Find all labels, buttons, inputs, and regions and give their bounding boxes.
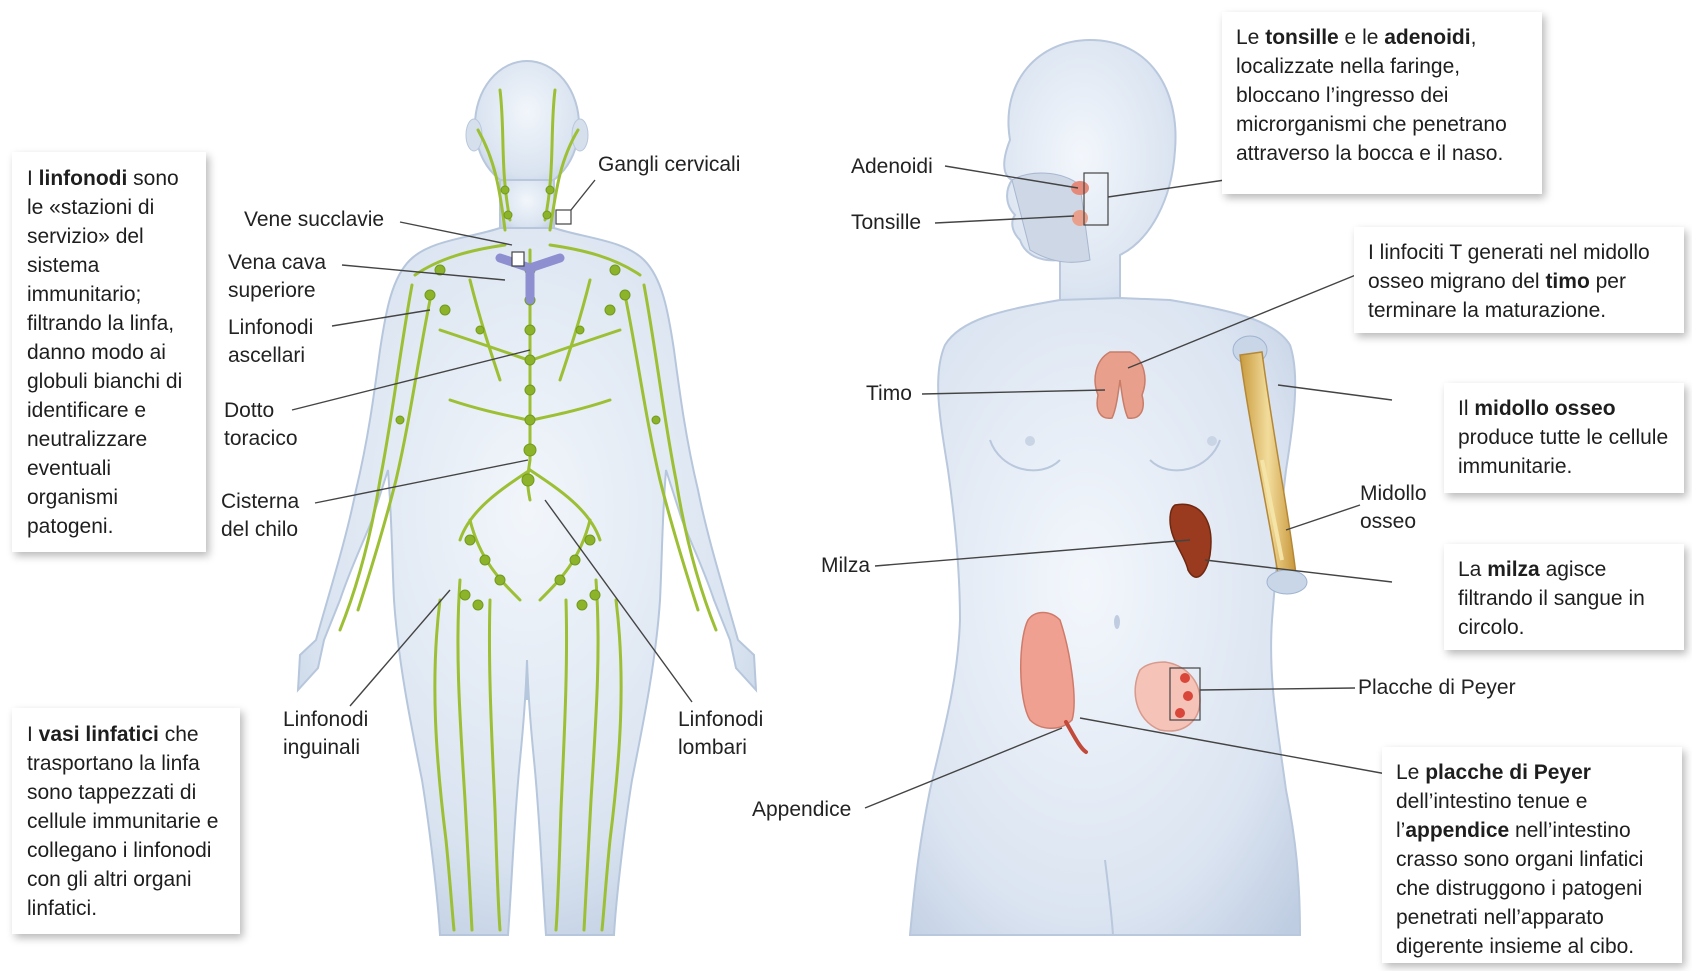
- term-vasi-linfatici: vasi linfatici: [39, 723, 159, 746]
- label-timo: Timo: [866, 380, 912, 407]
- term-timo: timo: [1545, 270, 1589, 293]
- label-appendice: Appendice: [752, 796, 851, 823]
- callout-timo: I linfociti T generati nel midollo osseo…: [1354, 227, 1684, 333]
- label-linfonodi-lombari-line2: lombari: [678, 734, 747, 761]
- label-gangli-cervicali: Gangli cervicali: [598, 151, 740, 178]
- label-linfonodi-lombari-line1: Linfonodi: [678, 706, 763, 733]
- label-linfonodi-inguinali-line1: Linfonodi: [283, 706, 368, 733]
- label-dotto-toracico-line1: Dotto: [224, 397, 274, 424]
- term-tonsille: tonsille: [1265, 26, 1339, 49]
- label-adenoidi: Adenoidi: [851, 153, 933, 180]
- label-vena-cava-line2: superiore: [228, 277, 316, 304]
- term-midollo-osseo: midollo osseo: [1474, 397, 1615, 420]
- callout-tonsille-adenoidi: Le tonsille e le adenoidi, localizzate n…: [1222, 12, 1542, 194]
- label-vene-succlavie: Vene succlavie: [244, 206, 384, 233]
- callout-midollo-osseo: Il midollo osseo produce tutte le cellul…: [1444, 383, 1684, 493]
- label-tonsille: Tonsille: [851, 209, 921, 236]
- callout-milza: La milza agisce filtrando il sangue in c…: [1444, 544, 1684, 650]
- term-adenoidi: adenoidi: [1384, 26, 1470, 49]
- term-milza: milza: [1487, 558, 1540, 581]
- label-cisterna-chilo-line2: del chilo: [221, 516, 298, 543]
- label-midollo-osseo-line2: osseo: [1360, 508, 1416, 535]
- label-linfonodi-ascellari-line1: Linfonodi: [228, 314, 313, 341]
- label-placche-peyer: Placche di Peyer: [1358, 674, 1516, 701]
- callout-vasi-linfatici: I vasi linfatici che trasportano la linf…: [12, 708, 240, 934]
- left-body: [298, 61, 756, 935]
- term-appendice: appendice: [1405, 819, 1509, 842]
- label-midollo-osseo-line1: Midollo: [1360, 480, 1427, 507]
- term-placche-peyer: placche di Peyer: [1425, 761, 1591, 784]
- label-cisterna-chilo-line1: Cisterna: [221, 488, 299, 515]
- callout-linfonodi: I linfonodi sono le «stazioni di servizi…: [12, 152, 206, 552]
- label-linfonodi-ascellari-line2: ascellari: [228, 342, 305, 369]
- term-linfonodi: linfonodi: [39, 167, 128, 190]
- label-milza: Milza: [821, 552, 870, 579]
- callout-placche-appendice: Le placche di Peyer dell’intestino tenue…: [1382, 747, 1682, 963]
- label-vena-cava-line1: Vena cava: [228, 249, 326, 276]
- label-dotto-toracico-line2: toracico: [224, 425, 298, 452]
- label-linfonodi-inguinali-line2: inguinali: [283, 734, 360, 761]
